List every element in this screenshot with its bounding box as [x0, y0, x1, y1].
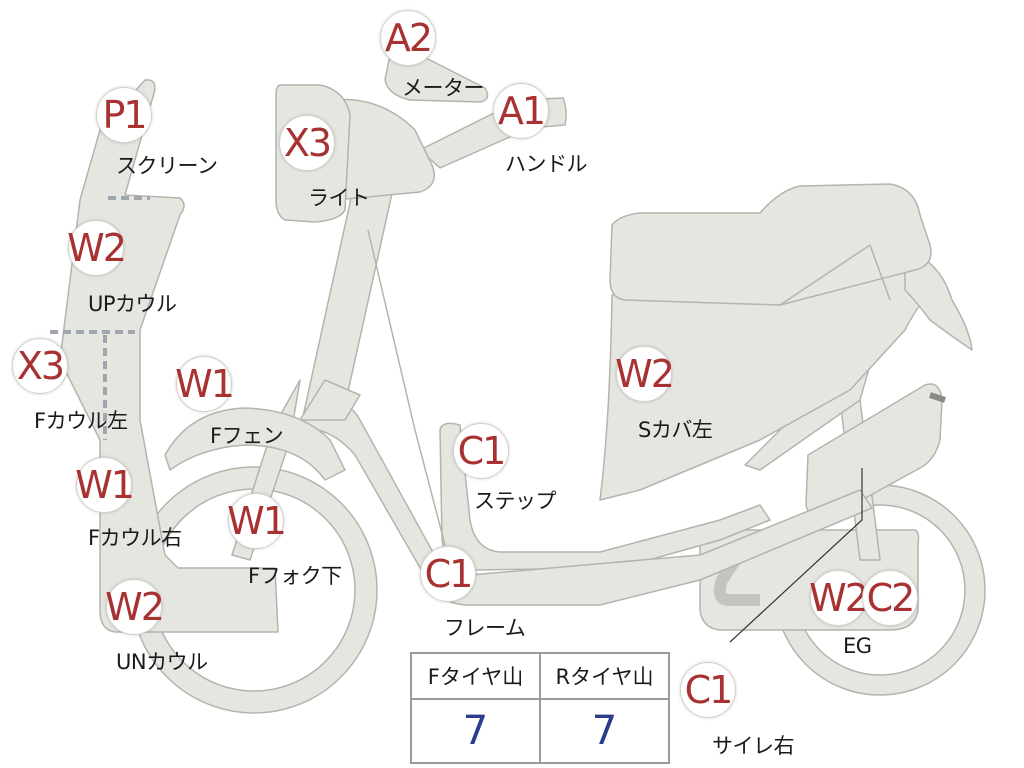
- rear-tire-value[interactable]: 7: [539, 698, 670, 764]
- eg-c2-code: C2: [866, 576, 916, 620]
- s-cover-left-label: Sカバ左: [638, 418, 713, 442]
- handle-code-badge[interactable]: A1: [493, 83, 549, 139]
- eg-label: EG: [843, 634, 872, 658]
- f-cowl-left-code-badge[interactable]: X3: [12, 338, 68, 394]
- up-cowl-code-badge[interactable]: W2: [67, 220, 127, 276]
- up-cowl-code: W2: [67, 226, 127, 270]
- f-fork-lower-code: W1: [227, 499, 287, 543]
- front-tire-header: Fタイヤ山: [410, 652, 541, 700]
- un-cowl-code: W2: [105, 585, 165, 629]
- seat: [609, 183, 932, 306]
- screen-code-badge[interactable]: P1: [96, 87, 152, 143]
- step-label: ステップ: [474, 489, 557, 513]
- screen-label: スクリーン: [116, 154, 218, 178]
- meter-code: A2: [384, 16, 433, 60]
- front-tire-value[interactable]: 7: [410, 698, 541, 764]
- light-code-badge[interactable]: X3: [279, 115, 335, 171]
- light-label: ライト: [308, 186, 370, 210]
- eg-code: W2: [809, 576, 869, 620]
- s-cover-left-code-badge[interactable]: W2: [615, 346, 675, 402]
- meter-label: メーター: [402, 76, 485, 100]
- handle-code: A1: [497, 89, 546, 133]
- step-code: C1: [457, 429, 507, 473]
- screen-code: P1: [102, 93, 147, 137]
- un-cowl-code-badge[interactable]: W2: [105, 579, 165, 635]
- up-cowl-label: UPカウル: [88, 292, 177, 316]
- meter-code-badge[interactable]: A2: [380, 10, 436, 66]
- muffler-right-label: サイレ右: [712, 734, 795, 758]
- step-code-badge[interactable]: C1: [453, 423, 509, 479]
- muffler-right-code-badge[interactable]: C1: [680, 662, 736, 718]
- s-cover-left-code: W2: [615, 352, 675, 396]
- f-fender-code-badge[interactable]: W1: [175, 356, 235, 412]
- un-cowl-label: UNカウル: [116, 650, 208, 674]
- f-cowl-right-code: W1: [75, 463, 135, 507]
- tire-table-value-row: 7 7: [410, 698, 670, 764]
- frame: [299, 179, 873, 606]
- tire-tread-table: Fタイヤ山 Rタイヤ山 7 7: [410, 652, 670, 764]
- f-fork-lower-code-badge[interactable]: W1: [227, 493, 287, 549]
- frame-code: C1: [424, 552, 474, 596]
- rear-tire-header: Rタイヤ山: [539, 652, 670, 700]
- f-fender-label: Fフェン: [210, 424, 284, 448]
- light-code: X3: [283, 121, 332, 165]
- muffler-right-code: C1: [684, 668, 734, 712]
- frame-code-badge[interactable]: C1: [420, 546, 476, 602]
- eg-code-badge[interactable]: W2: [809, 570, 869, 626]
- tire-table-header-row: Fタイヤ山 Rタイヤ山: [410, 652, 670, 700]
- frame-label: フレーム: [444, 616, 526, 640]
- handle-label: ハンドル: [505, 152, 588, 176]
- f-cowl-right-label: Fカウル右: [88, 526, 182, 550]
- eg-c2-code-badge[interactable]: C2: [862, 570, 918, 626]
- f-fender-code: W1: [175, 362, 235, 406]
- front-fender: [164, 407, 346, 481]
- f-cowl-left-label: Fカウル左: [34, 409, 128, 433]
- f-cowl-right-code-badge[interactable]: W1: [75, 457, 135, 513]
- f-cowl-left-code: X3: [16, 344, 65, 388]
- f-fork-lower-label: Fフォク下: [248, 564, 342, 588]
